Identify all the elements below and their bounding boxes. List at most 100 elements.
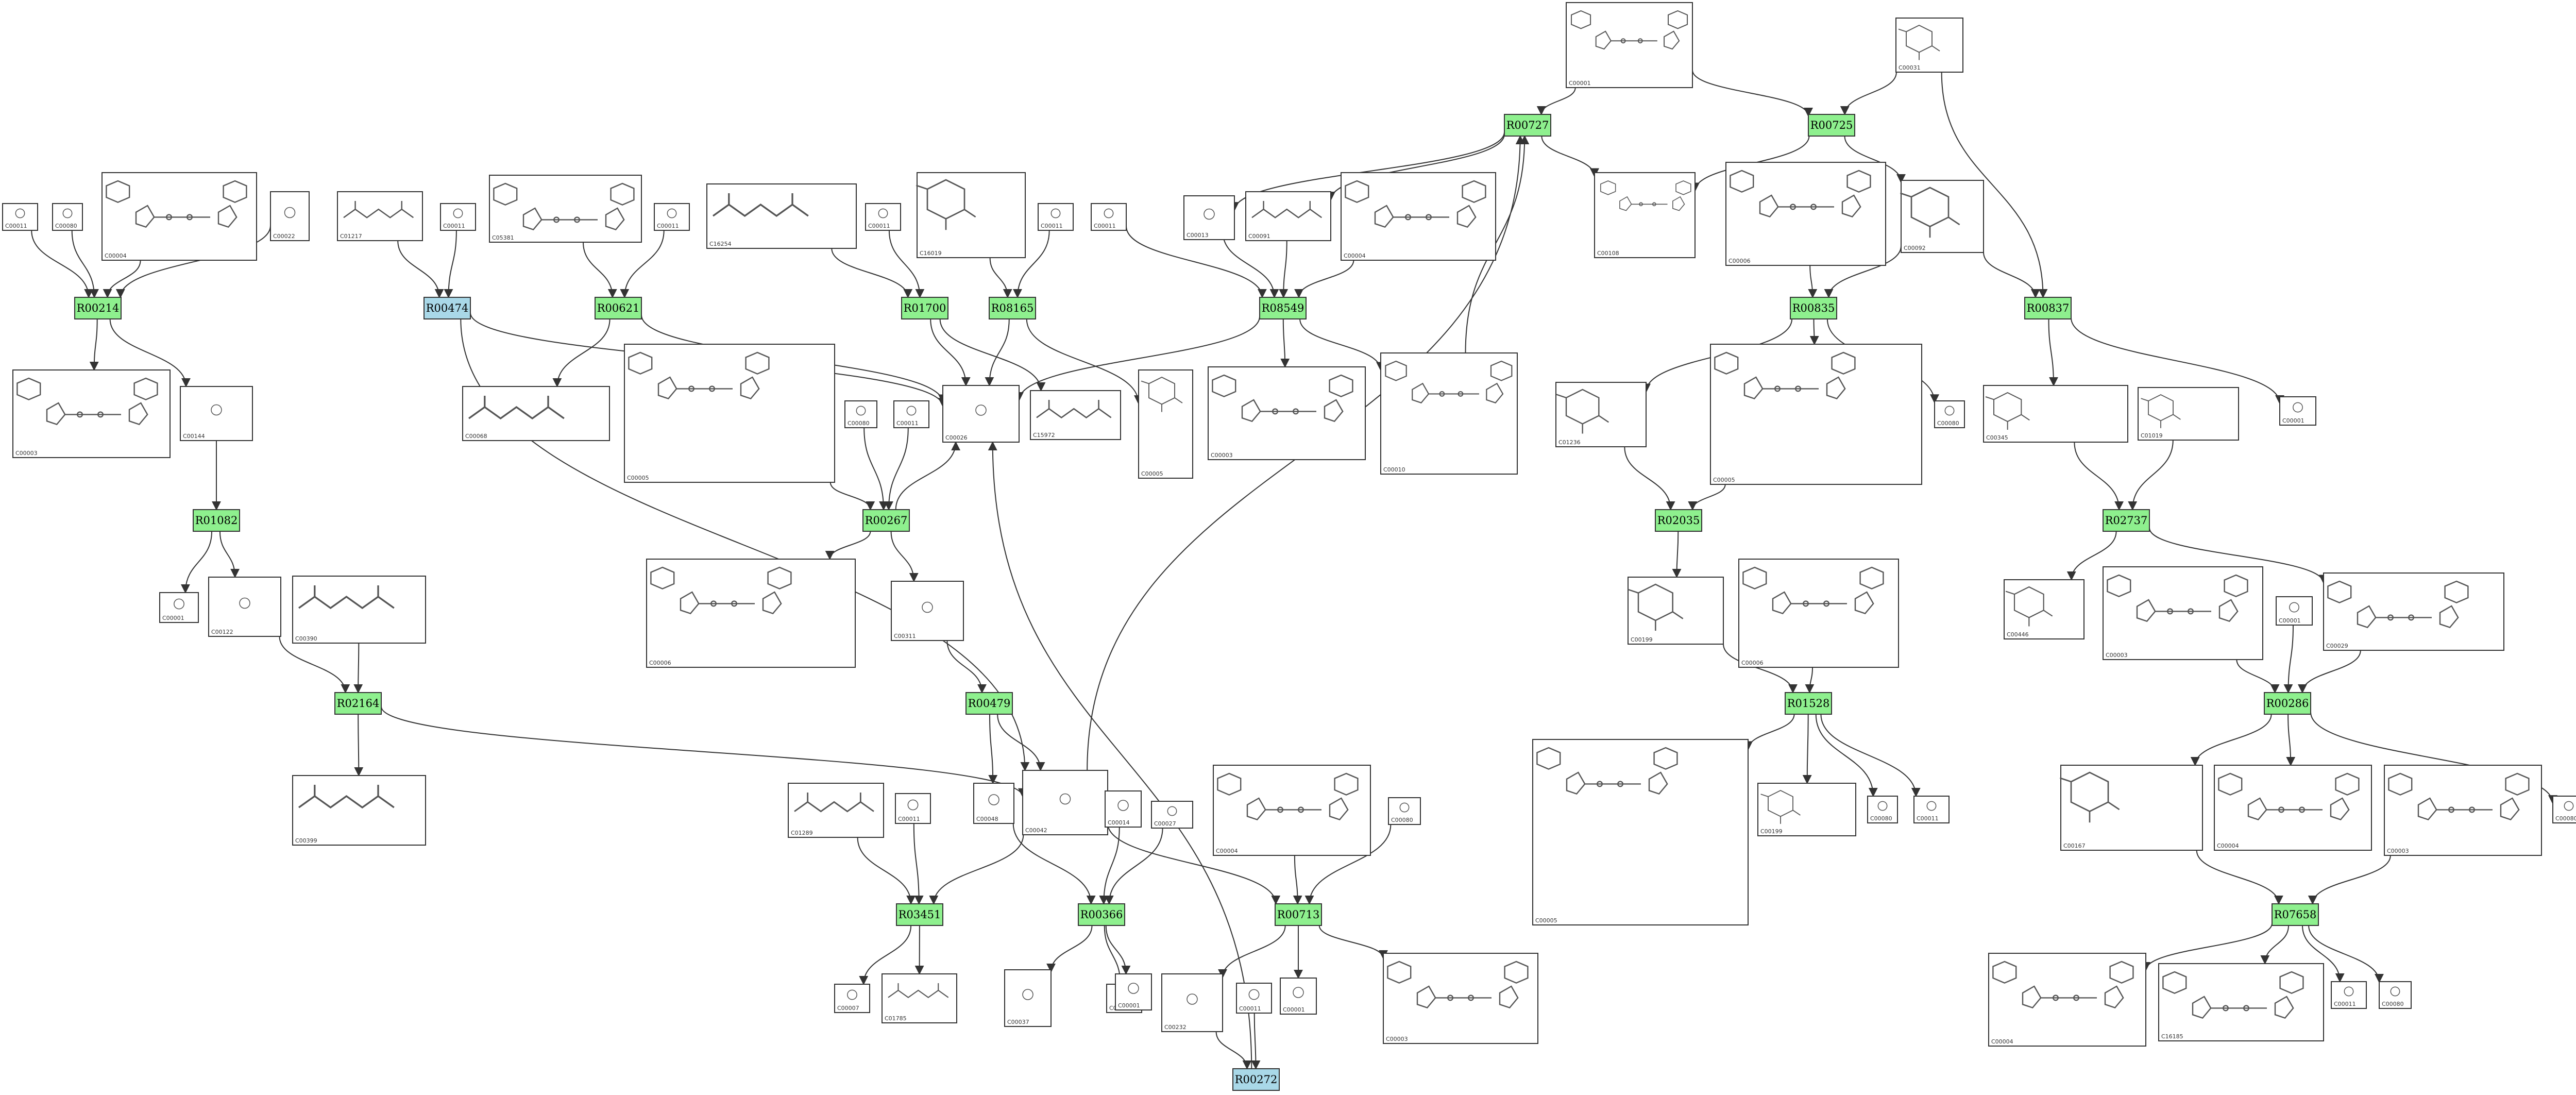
compound-mid-c00010[interactable]: C00010 [1380, 352, 1518, 475]
compound-mid-c00080b[interactable]: C00080 [1934, 400, 1965, 428]
compound-mid-c00345[interactable]: C00345 [1983, 385, 2128, 443]
compound-z-c00011b[interactable]: C00011 [2331, 981, 2367, 1009]
compound-r214-c00004[interactable]: C00004 [101, 172, 257, 261]
compound-z-c00003[interactable]: C00003 [1383, 953, 1538, 1044]
compound-mid-c00003a[interactable]: C00003 [12, 369, 171, 458]
compound-z-c00011[interactable]: C00011 [1236, 983, 1272, 1014]
compound-r474-c01217[interactable]: C01217 [337, 191, 423, 241]
compound-mid-c00003b[interactable]: C00003 [1208, 366, 1366, 460]
reaction-r07658[interactable]: R07658 [2272, 903, 2319, 926]
reaction-r01082[interactable]: R01082 [193, 509, 240, 532]
compound-r8549-c00004[interactable]: C00004 [1341, 172, 1496, 261]
compound-low-c00003[interactable]: C00003 [2103, 566, 2263, 660]
compound-top-c00001[interactable]: C00001 [1566, 2, 1693, 88]
compound-mid-c00005b[interactable]: C00005 [1138, 369, 1193, 479]
compound-low-c00001[interactable]: C00001 [159, 592, 199, 623]
compound-r727-c00013[interactable]: C00013 [1183, 195, 1235, 240]
compound-low-c00446[interactable]: C00446 [2004, 579, 2084, 639]
compound-b-c00080[interactable]: C00080 [1388, 797, 1421, 825]
reaction-r02035[interactable]: R02035 [1655, 509, 1702, 532]
compound-r8165-c00011[interactable]: C00011 [1038, 203, 1074, 231]
compound-b-c00003[interactable]: C00003 [2384, 765, 2542, 856]
compound-r621-c05381[interactable]: C05381 [489, 175, 642, 243]
compound-b-c00042[interactable]: C00042 [1022, 770, 1108, 835]
compound-low-c00390[interactable]: C00390 [292, 576, 426, 644]
reaction-r00713[interactable]: R00713 [1275, 903, 1322, 926]
reaction-r00267[interactable]: R00267 [862, 509, 910, 532]
compound-z-c00001[interactable]: C00001 [1115, 973, 1152, 1010]
compound-mid-c00144[interactable]: C00144 [180, 386, 253, 441]
compound-mid-c00005[interactable]: C00005 [624, 344, 835, 483]
compound-mid-c01019[interactable]: C01019 [2138, 387, 2239, 441]
reaction-r00835[interactable]: R00835 [1790, 297, 1837, 319]
reaction-r00214[interactable]: R00214 [74, 297, 122, 319]
reaction-r00366[interactable]: R00366 [1078, 903, 1125, 926]
compound-z-c00232[interactable]: C00232 [1161, 973, 1223, 1032]
compound-r214-c00022[interactable]: C00022 [270, 191, 310, 241]
compound-r1700-c16254[interactable]: C16254 [706, 183, 857, 249]
compound-z-c01785[interactable]: C01785 [882, 973, 957, 1023]
compound-r214-c00080[interactable]: C00080 [52, 203, 83, 231]
compound-b-c01289[interactable]: C01289 [788, 783, 884, 838]
compound-b-c00027[interactable]: C00027 [1151, 801, 1193, 829]
compound-mid-c00005c[interactable]: C00005 [1710, 344, 1922, 485]
compound-b-c00004b[interactable]: C00004 [2214, 765, 2372, 851]
compound-low-c00199[interactable]: C00199 [1627, 577, 1724, 645]
compound-z-c00037[interactable]: C00037 [1004, 969, 1052, 1027]
reaction-r03451[interactable]: R03451 [896, 903, 943, 926]
reaction-r08549[interactable]: R08549 [1259, 297, 1307, 319]
compound-mid-c00011[interactable]: C00011 [893, 400, 929, 428]
compound-mid-c15972[interactable]: C15972 [1030, 390, 1121, 440]
compound-b-c00004[interactable]: C00004 [1213, 765, 1371, 856]
compound-low-c00311[interactable]: C00311 [891, 581, 964, 641]
reaction-r02164[interactable]: R02164 [334, 692, 382, 715]
compound-z-c00001b[interactable]: C00001 [1280, 978, 1317, 1015]
compound-mid-c00080[interactable]: C00080 [844, 400, 877, 428]
compound-b-c00199[interactable]: C00199 [1757, 783, 1856, 836]
compound-b-c00167[interactable]: C00167 [2059, 765, 2203, 851]
compound-b-c00011[interactable]: C00011 [895, 793, 931, 824]
compound-low-c00006b[interactable]: C00006 [1738, 559, 1899, 668]
reaction-r00286[interactable]: R00286 [2264, 692, 2311, 715]
compound-r8549-c00011[interactable]: C00011 [1091, 203, 1127, 231]
compound-mid-c01236[interactable]: C01236 [1555, 382, 1647, 447]
compound-b-c00011d[interactable]: C00011 [1913, 796, 1950, 823]
compound-r474-c00011[interactable]: C00011 [440, 203, 476, 231]
reaction-r00727[interactable]: R00727 [1504, 114, 1551, 137]
reaction-r00837[interactable]: R00837 [2024, 297, 2072, 319]
compound-mid-c00068[interactable]: C00068 [462, 386, 610, 441]
reaction-r00725[interactable]: R00725 [1808, 114, 1855, 137]
compound-low-c00001c[interactable]: C00001 [2276, 596, 2313, 626]
reaction-r00479[interactable]: R00479 [965, 692, 1013, 715]
compound-b-c00005[interactable]: C00005 [1532, 739, 1749, 925]
compound-low-c00122[interactable]: C00122 [208, 577, 281, 637]
compound-mid-c00001b[interactable]: C00001 [2279, 396, 2316, 426]
reaction-r08165[interactable]: R08165 [989, 297, 1036, 319]
compound-r725-c00006[interactable]: C00006 [1725, 162, 1886, 266]
compound-r1700-c00011[interactable]: C00011 [865, 203, 901, 231]
compound-r8549-c00091[interactable]: C00091 [1245, 191, 1331, 241]
reaction-r01528[interactable]: R01528 [1785, 692, 1832, 715]
compound-z-c00004[interactable]: C00004 [1988, 953, 2146, 1047]
reaction-r00474[interactable]: R00474 [423, 297, 471, 319]
compound-z-c16185[interactable]: C16185 [2158, 963, 2324, 1041]
compound-b-c00080d[interactable]: C00080 [2552, 796, 2576, 823]
compound-top-c00031[interactable]: C00031 [1895, 18, 1963, 73]
reaction-r00621[interactable]: R00621 [595, 297, 642, 319]
compound-b-c00399[interactable]: C00399 [292, 775, 426, 846]
reaction-r02737[interactable]: R02737 [2103, 509, 2150, 532]
compound-r725-c00092[interactable]: C00092 [1900, 180, 1984, 253]
compound-z-c00007[interactable]: C00007 [834, 984, 870, 1013]
compound-b-c00014[interactable]: C00014 [1105, 790, 1142, 828]
compound-r8165-c16019[interactable]: C16019 [916, 172, 1026, 258]
reaction-r01700[interactable]: R01700 [901, 297, 948, 319]
compound-r621-c00011[interactable]: C00011 [654, 203, 690, 231]
compound-mid-c00026[interactable]: C00026 [942, 385, 1020, 443]
compound-b-c00080c[interactable]: C00080 [1867, 796, 1898, 823]
compound-low-c00029[interactable]: C00029 [2323, 572, 2504, 651]
compound-b-c00048[interactable]: C00048 [973, 783, 1014, 824]
compound-r214-c00011[interactable]: C00011 [2, 203, 38, 231]
reaction-r00272[interactable]: R00272 [1232, 1068, 1280, 1091]
compound-z-c00080[interactable]: C00080 [2379, 981, 2412, 1009]
compound-r725-c00108[interactable]: C00108 [1594, 172, 1696, 258]
